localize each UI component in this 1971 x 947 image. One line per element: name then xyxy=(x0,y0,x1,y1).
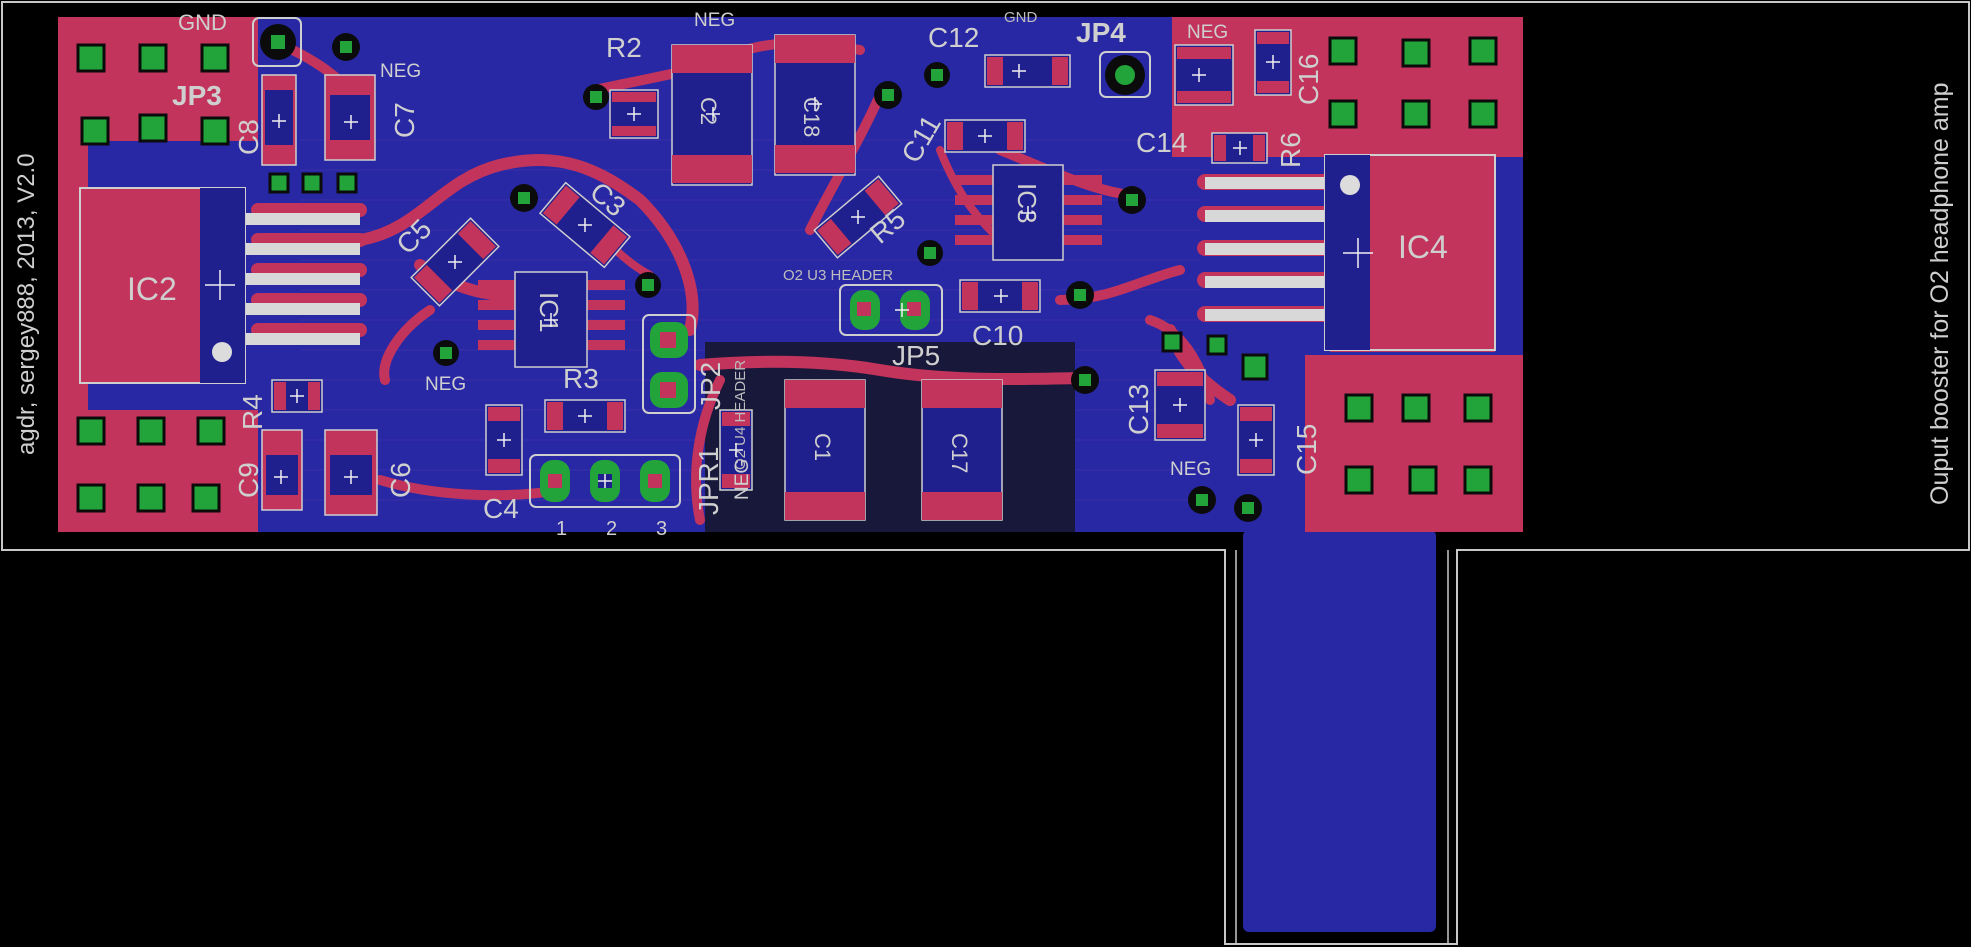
silkscreen-labels: GND NEG JP3 NEG R2 C12 GND JP4 NEG C14 I… xyxy=(13,9,1954,540)
label-gnd-small: GND xyxy=(1004,9,1038,26)
label-side-title: Ouput booster for O2 headphone amp xyxy=(1926,82,1954,505)
label-gnd-top: GND xyxy=(178,10,227,35)
label-r6: R6 xyxy=(1275,132,1306,168)
jp5 xyxy=(839,284,943,336)
label-c13: C13 xyxy=(1123,384,1154,435)
label-neg-top: NEG xyxy=(694,10,735,31)
label-c12: C12 xyxy=(928,22,979,53)
label-c15: C15 xyxy=(1291,424,1322,475)
label-c4: C4 xyxy=(483,493,519,524)
label-r3: R3 xyxy=(563,363,599,394)
label-pin2: 2 xyxy=(606,518,617,540)
pin-header-3 xyxy=(529,454,681,508)
label-ic4: IC4 xyxy=(1398,229,1448,265)
label-c1: C1 xyxy=(810,433,835,461)
label-neg-jp2: NEG xyxy=(732,459,753,500)
label-jp3: JP3 xyxy=(172,80,222,111)
label-r4: R4 xyxy=(237,394,268,430)
cap-c7 xyxy=(324,74,376,161)
label-pin1: 1 xyxy=(556,518,567,540)
label-jp4: JP4 xyxy=(1076,17,1126,48)
label-vertical-credits: agdr, sergey888, 2013, V2.0 xyxy=(13,153,40,455)
label-neg-c13: NEG xyxy=(1170,459,1211,480)
origin-crosses xyxy=(205,55,1373,488)
cap-c1 xyxy=(784,379,866,521)
label-c14: C14 xyxy=(1136,127,1187,158)
label-neg-right: NEG xyxy=(1187,22,1228,43)
cap-c4 xyxy=(485,404,523,476)
label-jp2: JP2 xyxy=(695,362,726,410)
label-c18: C18 xyxy=(799,97,824,137)
cap-c9 xyxy=(261,429,303,511)
connector-pads xyxy=(76,36,1498,513)
cap-c2 xyxy=(671,44,753,186)
label-c10: C10 xyxy=(972,320,1023,351)
cap-c18 xyxy=(774,34,856,176)
cap-c17 xyxy=(921,379,1003,521)
label-jp5: JP5 xyxy=(892,340,940,371)
label-ic2: IC2 xyxy=(127,271,177,307)
label-c6: C6 xyxy=(385,462,416,498)
label-c2: C2 xyxy=(696,97,721,125)
jumpers xyxy=(529,284,943,508)
label-ic1: IC1 xyxy=(534,292,564,332)
label-c9: C9 xyxy=(233,462,264,498)
label-jpr1: JPR1 xyxy=(693,447,724,515)
vias xyxy=(252,17,1262,522)
label-c8: C8 xyxy=(233,119,264,155)
label-c7: C7 xyxy=(389,102,420,138)
label-o2-u4-header: O2 U4 HEADER xyxy=(732,360,749,470)
label-c16: C16 xyxy=(1293,54,1324,105)
label-pin3: 3 xyxy=(656,518,667,540)
label-neg-jp3: NEG xyxy=(380,61,421,82)
bottom-copper-tab xyxy=(1243,530,1436,932)
label-ic3: IC3 xyxy=(1012,183,1042,223)
label-c17: C17 xyxy=(947,433,972,473)
ic2-package xyxy=(79,187,360,384)
label-r2: R2 xyxy=(606,32,642,63)
cap-c12 xyxy=(984,54,1071,88)
cap-c8 xyxy=(261,74,297,166)
jp2 xyxy=(642,314,696,414)
label-o2-u3-header: O2 U3 HEADER xyxy=(783,267,893,284)
label-neg-ic1: NEG xyxy=(425,374,466,395)
